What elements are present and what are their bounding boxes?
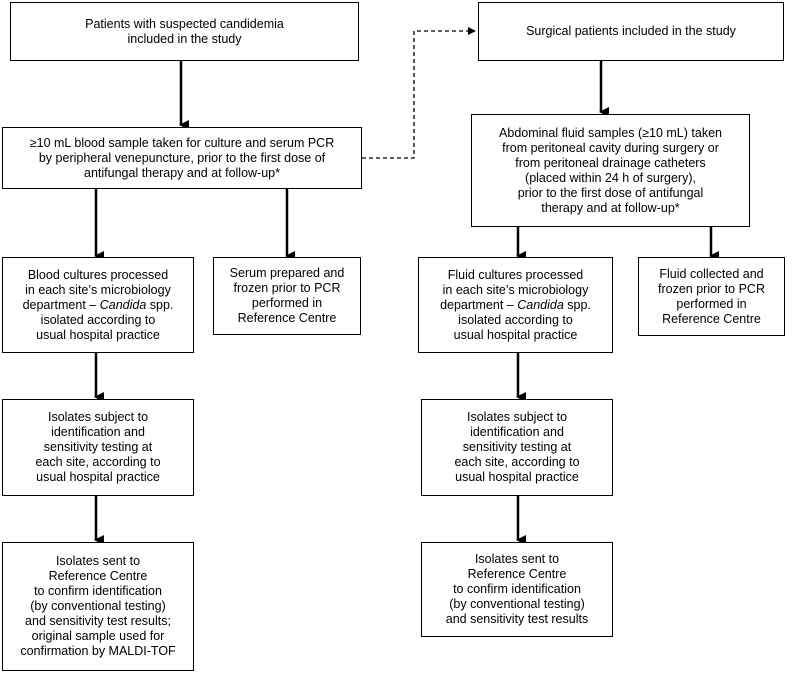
box-text-line: Reference Centre xyxy=(48,569,148,583)
box-text-line: sensitivity testing at xyxy=(462,440,572,454)
box-text-line: (placed within 24 h of surgery), xyxy=(525,170,696,185)
box-text-line: Reference Centre xyxy=(237,311,337,325)
box-text-line: identification and xyxy=(470,425,564,439)
box-text-line: isolated according to xyxy=(458,312,573,327)
box-text-line: frozen prior to PCR xyxy=(658,281,765,296)
edge-blood_sample-right_start-head xyxy=(468,27,476,35)
box-text-line: Isolates subject to xyxy=(47,410,149,424)
box-text-line: and sensitivity test results xyxy=(445,612,589,626)
box-text-line: Fluid collected and xyxy=(659,266,764,281)
box-right-start: Surgical patients included in the study xyxy=(478,2,784,61)
box-text-line: from peritoneal cavity during surgery or xyxy=(502,140,719,155)
box-text-line: Blood cultures processed xyxy=(27,267,169,282)
box-text-line: in each site’s microbiology xyxy=(25,282,171,297)
box-text-line: and sensitivity test results; xyxy=(25,614,171,628)
box-blood-sample: ≥10 mL blood sample taken for culture an… xyxy=(2,127,362,189)
box-text-line: each site, according to xyxy=(35,455,161,469)
box-text-line: ≥10 mL blood sample taken for culture an… xyxy=(29,135,335,150)
box-text-line: therapy and at follow-up* xyxy=(541,200,680,215)
edge-blood_sample-right_start xyxy=(362,30,469,159)
box-text-line: Isolates sent to xyxy=(55,554,141,568)
box-text-line: from peritoneal drainage catheters xyxy=(515,155,706,170)
box-text-line: to confirm identification xyxy=(453,582,581,596)
box-text-line: (by conventional testing) xyxy=(30,599,166,613)
box-text-line: (by conventional testing) xyxy=(449,597,585,611)
box-text-line: performed in xyxy=(676,296,747,311)
box-text-line: Abdominal fluid samples (≥10 mL) taken xyxy=(499,125,722,140)
box-text-line: isolated according to xyxy=(40,312,156,327)
box-text-line: to confirm identification xyxy=(34,584,162,598)
box-text-line: Fluid cultures processed xyxy=(447,267,584,282)
box-text-line: Patients with suspected candidemia xyxy=(85,16,284,31)
box-text-line: antifungal therapy and at follow-up* xyxy=(84,165,280,180)
box-text-line: frozen prior to PCR xyxy=(233,281,341,295)
box-text-line: performed in xyxy=(251,296,323,310)
box-text-line: sensitivity testing at xyxy=(43,440,153,454)
box-text-line: Reference Centre xyxy=(467,567,567,581)
box-text-line: usual hospital practice xyxy=(453,327,578,342)
box-text-line: identification and xyxy=(51,425,145,439)
box-text-line: usual hospital practice xyxy=(36,470,160,484)
box-text-line: included in the study xyxy=(127,31,242,46)
box-text-line: department – Candida spp. xyxy=(22,297,174,312)
box-text-line: Isolates sent to xyxy=(474,552,560,566)
box-text-line: prior to the first dose of antifungal xyxy=(517,185,704,200)
box-text-line: confirmation by MALDI-TOF xyxy=(20,644,176,658)
box-text-line: each site, according to xyxy=(454,455,580,469)
box-text-line: Reference Centre xyxy=(662,311,761,326)
box-text-line: Surgical patients included in the study xyxy=(526,24,736,38)
box-text-line: Serum prepared and xyxy=(229,266,345,280)
box-text-line: in each site’s microbiology xyxy=(442,282,589,297)
box-text-line: usual hospital practice xyxy=(36,327,160,342)
box-text-line: Isolates subject to xyxy=(466,410,568,424)
box-text-line: original sample used for xyxy=(31,629,165,643)
box-text-line: usual hospital practice xyxy=(455,470,579,484)
box-text-line: department – Candida spp. xyxy=(440,297,591,312)
box-text-line: by peripheral venepuncture, prior to the… xyxy=(38,150,326,165)
